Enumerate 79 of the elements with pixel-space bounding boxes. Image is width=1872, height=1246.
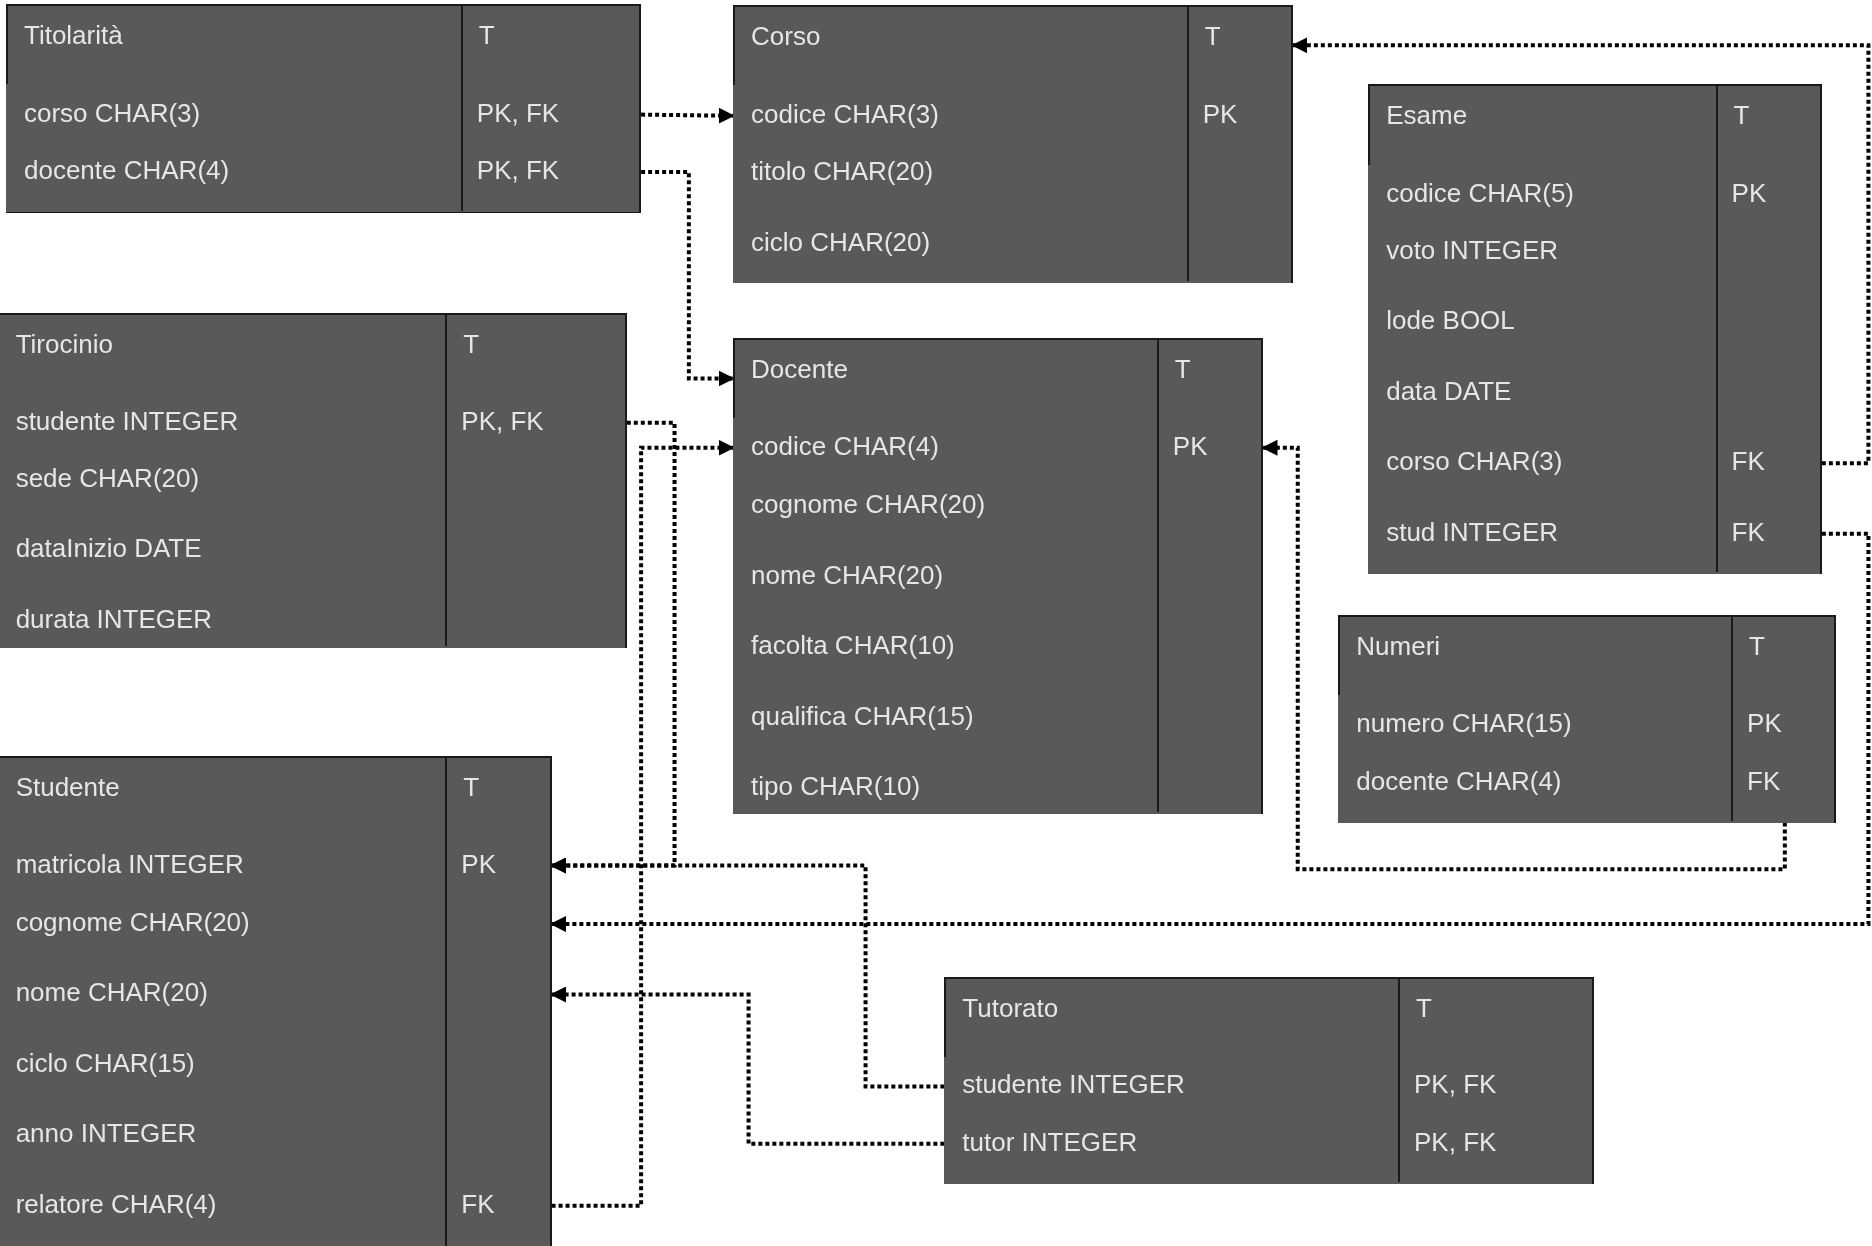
key-label: PK bbox=[1172, 430, 1208, 461]
attribute-name: stud INTEGER bbox=[1386, 516, 1559, 547]
attribute-name: docente CHAR(4) bbox=[1356, 766, 1562, 797]
key-label: PK bbox=[1202, 98, 1238, 129]
relation-arrow bbox=[551, 439, 735, 1208]
attribute-name: codice CHAR(4) bbox=[751, 430, 939, 461]
attribute-name: ciclo CHAR(20) bbox=[751, 226, 931, 257]
type-column-header: T bbox=[463, 328, 480, 359]
key-label: PK bbox=[1731, 177, 1767, 208]
entity-table bbox=[1368, 83, 1822, 575]
attribute-name: voto INTEGER bbox=[1386, 234, 1559, 265]
key-label: PK, FK bbox=[1414, 1069, 1497, 1100]
attribute-name: data DATE bbox=[1386, 375, 1512, 406]
key-label: FK bbox=[461, 1188, 495, 1219]
attribute-name: studente INTEGER bbox=[15, 405, 239, 436]
relation-arrow bbox=[641, 107, 735, 124]
relation-arrow bbox=[1291, 37, 1871, 466]
type-column-header: T bbox=[1416, 992, 1432, 1023]
attribute-name: titolo CHAR(20) bbox=[751, 156, 934, 187]
attribute-name: docente CHAR(4) bbox=[23, 154, 230, 185]
table-name: Corso bbox=[751, 20, 821, 51]
key-label: FK bbox=[1747, 766, 1781, 797]
type-column-header: T bbox=[1204, 20, 1221, 51]
attribute-name: numero CHAR(15) bbox=[1356, 707, 1572, 738]
attribute-name: matricola INTEGER bbox=[15, 848, 244, 879]
attribute-name: corso CHAR(3) bbox=[23, 97, 201, 128]
attribute-name: nome CHAR(20) bbox=[15, 977, 208, 1008]
table-name: Numeri bbox=[1356, 630, 1441, 661]
entity-table bbox=[733, 337, 1264, 815]
attribute-row bbox=[1368, 498, 1822, 575]
key-label: PK, FK bbox=[476, 97, 560, 128]
table-name: Tutorato bbox=[962, 992, 1059, 1023]
relation-arrow bbox=[641, 169, 735, 387]
table-name: Tirocinio bbox=[15, 328, 113, 359]
attribute-name: durata INTEGER bbox=[15, 603, 213, 634]
type-column-header: T bbox=[1174, 353, 1191, 384]
attribute-name: corso CHAR(3) bbox=[1386, 446, 1563, 477]
attribute-name: codice CHAR(5) bbox=[1386, 177, 1574, 208]
key-label: PK bbox=[461, 848, 496, 879]
entity-table bbox=[944, 976, 1594, 1185]
attribute-name: ciclo CHAR(15) bbox=[15, 1047, 195, 1078]
entity-table bbox=[0, 755, 552, 1246]
table-name: Esame bbox=[1386, 99, 1468, 130]
key-label: FK bbox=[1731, 446, 1765, 477]
entity-table bbox=[733, 4, 1293, 283]
attribute-name: tutor INTEGER bbox=[962, 1126, 1138, 1157]
attribute-row bbox=[1338, 753, 1837, 823]
attribute-name: relatore CHAR(4) bbox=[15, 1188, 217, 1219]
table-name: Studente bbox=[15, 771, 120, 802]
attribute-row bbox=[733, 208, 1293, 283]
type-column-header: T bbox=[1733, 99, 1750, 130]
type-column-header: T bbox=[1749, 630, 1765, 661]
attribute-row bbox=[944, 1115, 1594, 1185]
type-column-header: T bbox=[463, 771, 480, 802]
key-label: PK, FK bbox=[461, 405, 544, 436]
type-column-header: T bbox=[478, 19, 495, 50]
attribute-name: lode BOOL bbox=[1386, 305, 1515, 336]
table-name: Titolarità bbox=[23, 19, 123, 50]
attribute-name: codice CHAR(3) bbox=[751, 98, 939, 129]
attribute-name: nome CHAR(20) bbox=[751, 559, 944, 590]
attribute-row bbox=[733, 752, 1264, 815]
key-label: FK bbox=[1731, 516, 1765, 547]
attribute-name: sede CHAR(20) bbox=[15, 462, 200, 493]
key-label: PK, FK bbox=[1414, 1126, 1497, 1157]
attribute-name: cognome CHAR(20) bbox=[751, 489, 986, 520]
attribute-name: facolta CHAR(10) bbox=[751, 630, 955, 661]
attribute-name: dataInizio DATE bbox=[15, 533, 202, 564]
key-label: PK, FK bbox=[476, 154, 560, 185]
entity-table bbox=[5, 3, 642, 213]
entity-table bbox=[1338, 614, 1837, 823]
attribute-name: studente INTEGER bbox=[962, 1069, 1185, 1100]
attribute-name: anno INTEGER bbox=[15, 1118, 197, 1149]
entity-table bbox=[0, 312, 627, 649]
attribute-name: qualifica CHAR(15) bbox=[751, 700, 974, 731]
table-name: Docente bbox=[751, 353, 848, 384]
attribute-row bbox=[5, 143, 642, 213]
key-label: PK bbox=[1747, 707, 1782, 738]
attribute-name: tipo CHAR(10) bbox=[751, 770, 921, 801]
attribute-name: cognome CHAR(20) bbox=[15, 907, 250, 938]
